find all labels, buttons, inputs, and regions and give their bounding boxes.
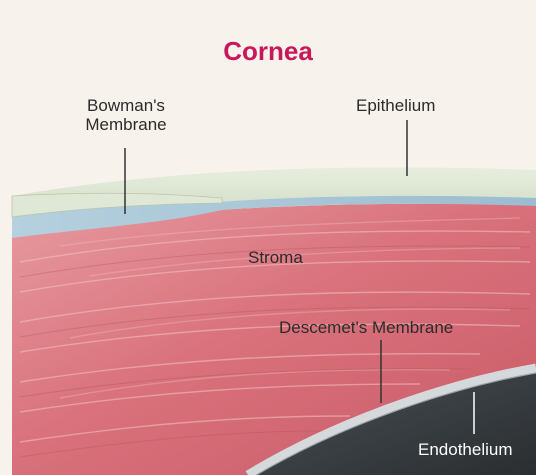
epithelium-label: Epithelium (356, 96, 435, 115)
diagram-title: Cornea (0, 36, 536, 66)
descemet-membrane-label: Descemet's Membrane (279, 318, 453, 337)
bowman-membrane-label: Bowman's Membrane (74, 96, 178, 134)
bowman-label-line-2: Membrane (74, 115, 178, 134)
bowman-label-line-1: Bowman's (74, 96, 178, 115)
endothelium-label: Endothelium (418, 440, 513, 459)
stroma-label: Stroma (248, 248, 303, 267)
